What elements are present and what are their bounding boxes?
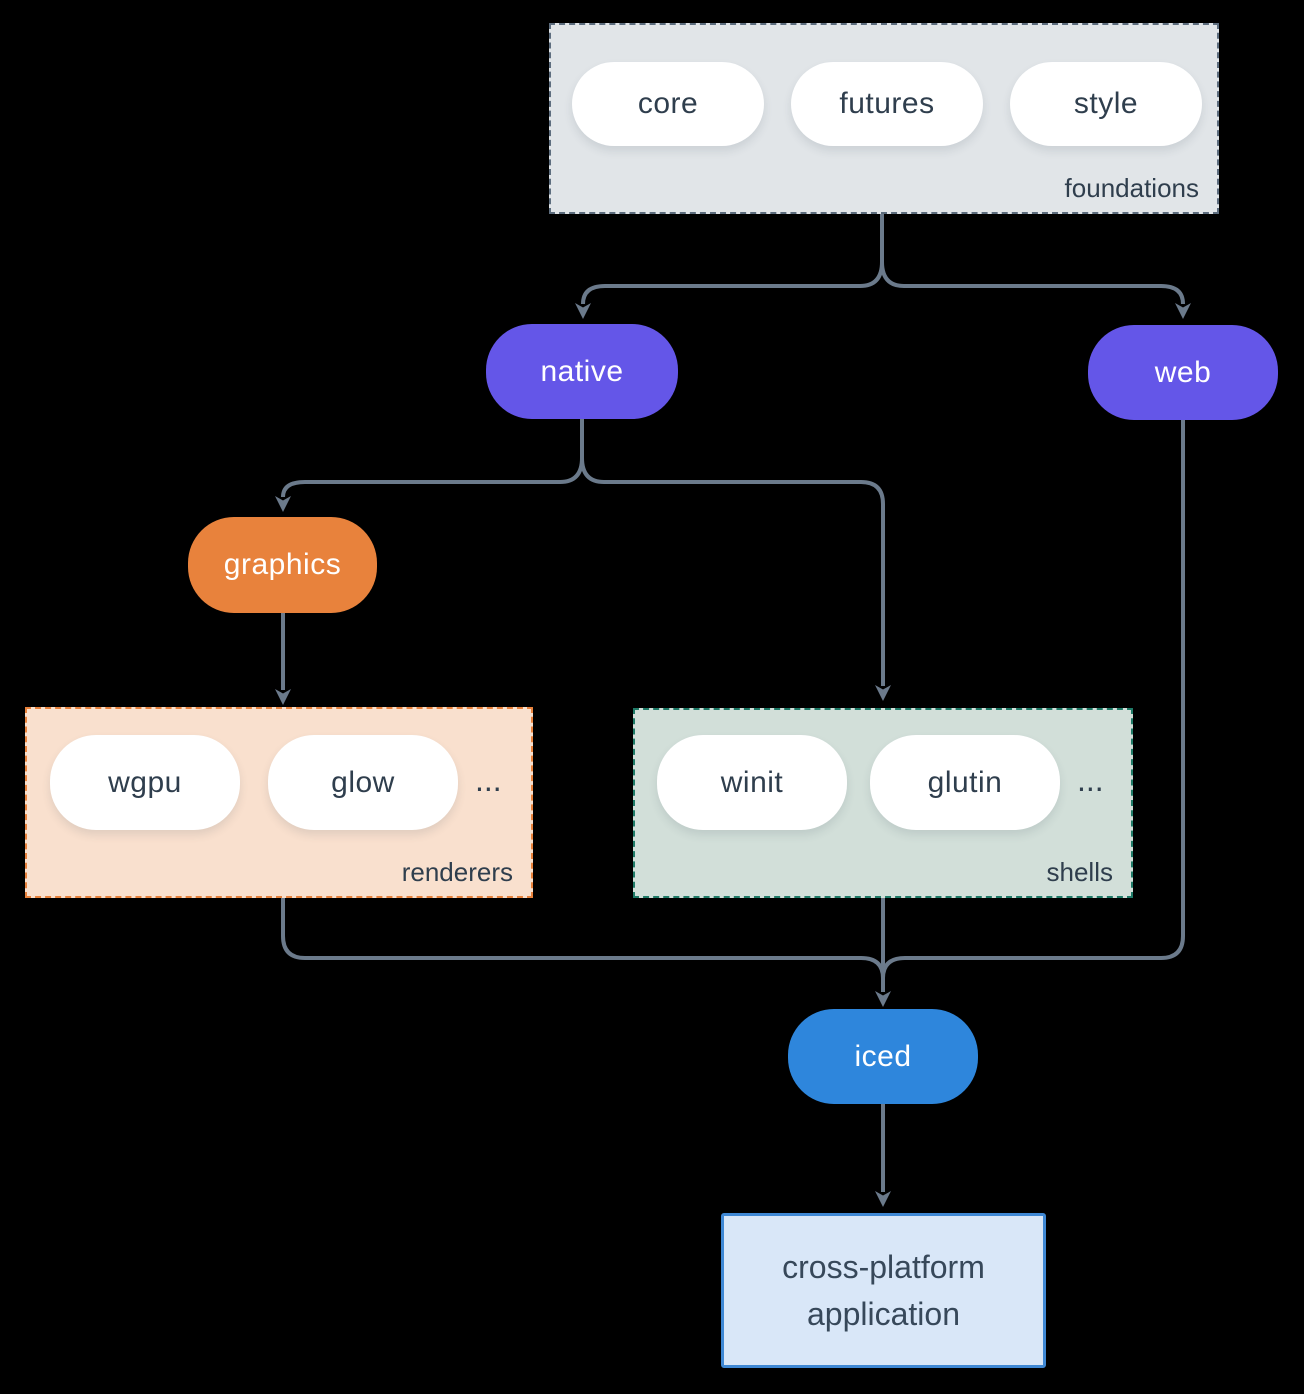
app-label-line1: cross-platform	[782, 1248, 985, 1285]
node-style: style	[1010, 62, 1202, 146]
node-glutin: glutin	[870, 735, 1060, 830]
node-wgpu: wgpu	[50, 735, 240, 830]
node-native: native	[486, 324, 678, 419]
shells-ellipsis: ...	[1077, 762, 1104, 798]
edge-native-graphics	[275, 457, 584, 512]
app-label-line2: application	[807, 1295, 960, 1332]
group-shells: winit glutin ... shells	[633, 708, 1133, 898]
foundations-group-label: foundations	[1064, 173, 1199, 203]
node-glow: glow	[268, 735, 458, 830]
node-cross-platform-application: cross-platform application	[721, 1213, 1046, 1368]
edge-foundations-web	[880, 261, 1191, 319]
node-iced: iced	[788, 1009, 978, 1104]
node-futures: futures	[791, 62, 983, 146]
group-foundations: core futures style foundations	[549, 23, 1219, 214]
shells-group-label: shells	[1046, 857, 1113, 887]
edge-foundations-native	[575, 261, 884, 319]
renderers-ellipsis: ...	[475, 762, 502, 798]
node-web: web	[1088, 325, 1278, 420]
node-core: core	[572, 62, 764, 146]
node-winit: winit	[657, 735, 847, 830]
node-graphics: graphics	[188, 517, 377, 613]
group-renderers: wgpu glow ... renderers	[25, 707, 533, 898]
edge-web-merge	[881, 420, 1185, 979]
renderers-group-label: renderers	[401, 857, 513, 887]
edge-native-shells	[580, 457, 891, 701]
edge-renderers-merge	[281, 898, 885, 979]
